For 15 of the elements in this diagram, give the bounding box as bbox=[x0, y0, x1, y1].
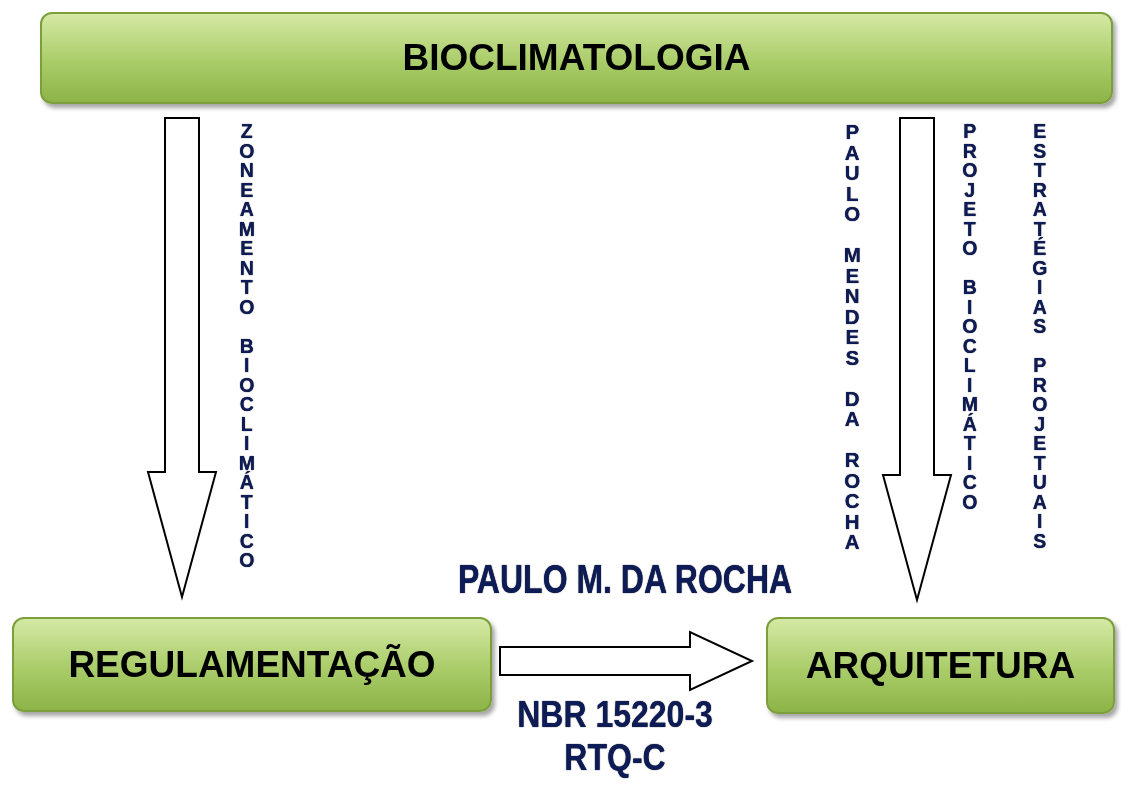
edge-label: PROJETO BIOCLIMÁTICO bbox=[960, 122, 979, 512]
edge-label: ZONEAMENTO BIOCLIMÁTICO bbox=[237, 122, 256, 571]
node-label: BIOCLIMATOLOGIA bbox=[402, 37, 751, 79]
standard-label: NBR 15220-3 RTQ-C bbox=[516, 692, 714, 781]
node-label: REGULAMENTAÇÃO bbox=[68, 643, 436, 686]
block-arrow bbox=[499, 630, 755, 692]
vertical-label: PAULO MENDES DA ROCHA bbox=[842, 122, 862, 553]
block-arrow bbox=[146, 117, 218, 601]
vertical-label: ESTRATÉGIAS PROJETUAIS bbox=[1031, 122, 1049, 551]
process-box bbox=[766, 617, 1115, 714]
process-box bbox=[40, 12, 1113, 104]
node-label: ARQUITETURA bbox=[805, 644, 1076, 687]
block-arrow bbox=[881, 117, 953, 604]
edge-label: PAULO M. DA ROCHA bbox=[456, 555, 794, 604]
process-box bbox=[12, 617, 492, 712]
